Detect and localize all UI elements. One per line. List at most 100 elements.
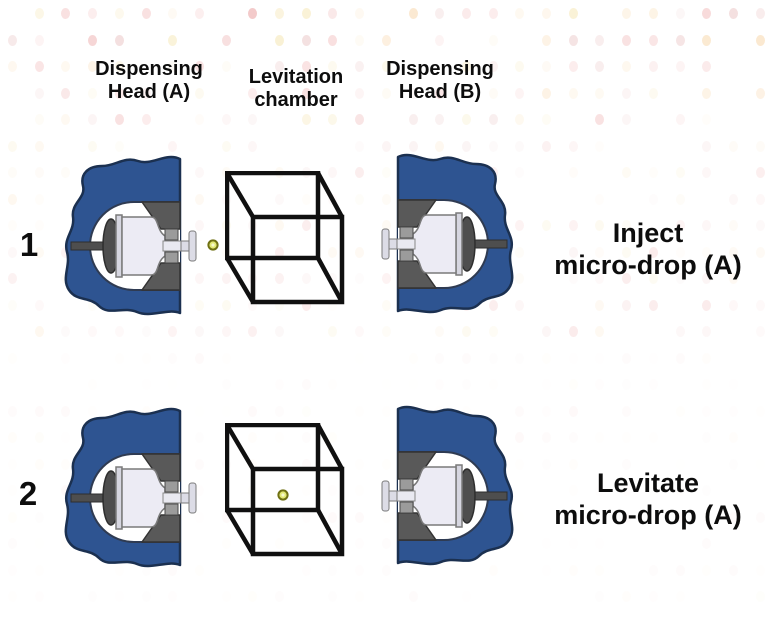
background-dot	[568, 326, 578, 337]
background-dot	[141, 114, 151, 125]
background-dot	[302, 565, 311, 576]
row-1-action-label: Inject micro-drop (A)	[554, 218, 742, 280]
background-dot	[328, 8, 338, 19]
background-dot	[435, 8, 445, 19]
background-dot	[542, 432, 551, 443]
background-dot	[408, 8, 418, 19]
background-dot	[409, 379, 418, 390]
background-dot	[542, 114, 551, 125]
background-dot	[702, 564, 712, 576]
background-dot	[728, 432, 738, 443]
background-dot	[622, 61, 632, 72]
background-dot	[515, 352, 525, 364]
background-dot	[755, 140, 765, 152]
background-dot	[595, 61, 605, 72]
background-dot	[248, 591, 258, 602]
background-dot	[355, 140, 365, 152]
background-dot	[542, 87, 551, 99]
background-dot	[702, 87, 712, 99]
background-dot	[114, 352, 124, 364]
background-dot	[728, 193, 738, 205]
background-dot	[115, 591, 124, 602]
background-dot	[702, 326, 712, 337]
background-dot	[461, 8, 471, 19]
background-dot	[61, 61, 71, 72]
column-header-dispensing-head-a: Dispensing Head (A)	[95, 58, 203, 104]
background-dot	[34, 326, 44, 337]
background-dot	[675, 114, 685, 125]
background-dot	[301, 34, 311, 46]
background-dot	[355, 167, 365, 178]
background-dot	[461, 114, 471, 125]
background-dot	[729, 379, 738, 390]
background-dot	[328, 564, 338, 576]
background-dot	[194, 114, 204, 125]
background-dot	[114, 326, 124, 337]
background-dot	[408, 591, 418, 602]
background-dot	[595, 114, 605, 125]
background-dot	[88, 114, 98, 125]
background-dot	[382, 379, 391, 390]
background-dot	[8, 458, 17, 470]
background-dot	[461, 591, 471, 602]
background-dot	[221, 405, 231, 417]
background-dot	[515, 8, 525, 19]
background-dot	[168, 140, 178, 152]
background-dot	[755, 299, 765, 311]
background-dot	[141, 326, 151, 337]
background-dot	[461, 352, 471, 364]
background-dot	[595, 299, 605, 311]
background-dot	[328, 326, 338, 337]
background-dot	[168, 591, 178, 602]
background-dot	[248, 114, 258, 125]
background-dot	[675, 564, 685, 576]
background-dot	[275, 591, 284, 602]
background-dot	[755, 167, 765, 178]
background-dot	[8, 193, 17, 205]
background-dot	[221, 140, 231, 152]
dispensing-head-b-icon	[380, 153, 514, 314]
background-dot	[755, 564, 765, 576]
background-dot	[194, 352, 204, 364]
background-dot	[755, 87, 765, 99]
background-dot	[355, 246, 365, 258]
background-dot	[61, 352, 71, 364]
background-dot	[435, 326, 445, 337]
background-dot	[622, 432, 632, 443]
background-dot	[542, 8, 551, 19]
background-dot	[34, 299, 44, 311]
background-dot	[622, 405, 632, 417]
background-dot	[221, 326, 231, 337]
background-dot	[675, 193, 685, 205]
background-dot	[34, 8, 44, 19]
background-dot	[648, 591, 658, 602]
background-dot	[568, 34, 578, 46]
background-dot	[8, 591, 17, 602]
column-header-levitation-chamber: Levitation chamber	[248, 66, 344, 112]
background-dot	[648, 34, 658, 46]
background-dot	[488, 326, 498, 337]
background-dot	[488, 114, 498, 125]
background-dot	[61, 87, 71, 99]
background-dot	[34, 114, 44, 125]
dispensing-head-b-icon	[380, 405, 514, 566]
background-dot	[221, 352, 231, 364]
background-dot	[649, 379, 658, 390]
background-dot	[114, 8, 124, 19]
background-dot	[702, 8, 712, 19]
background-dot	[728, 299, 738, 311]
background-dot	[675, 34, 685, 46]
row-2-action-label: Levitate micro-drop (A)	[554, 468, 742, 530]
background-dot	[355, 485, 365, 496]
background-dot	[88, 326, 98, 337]
background-dot	[542, 61, 551, 72]
background-dot	[355, 193, 365, 205]
background-dot	[301, 114, 311, 125]
background-dot	[461, 326, 471, 337]
background-dot	[542, 326, 551, 337]
background-dot	[595, 140, 605, 152]
background-dot	[381, 34, 391, 46]
background-dot	[114, 140, 124, 152]
dispensing-head-a-icon	[64, 155, 198, 316]
background-dot	[568, 8, 578, 19]
